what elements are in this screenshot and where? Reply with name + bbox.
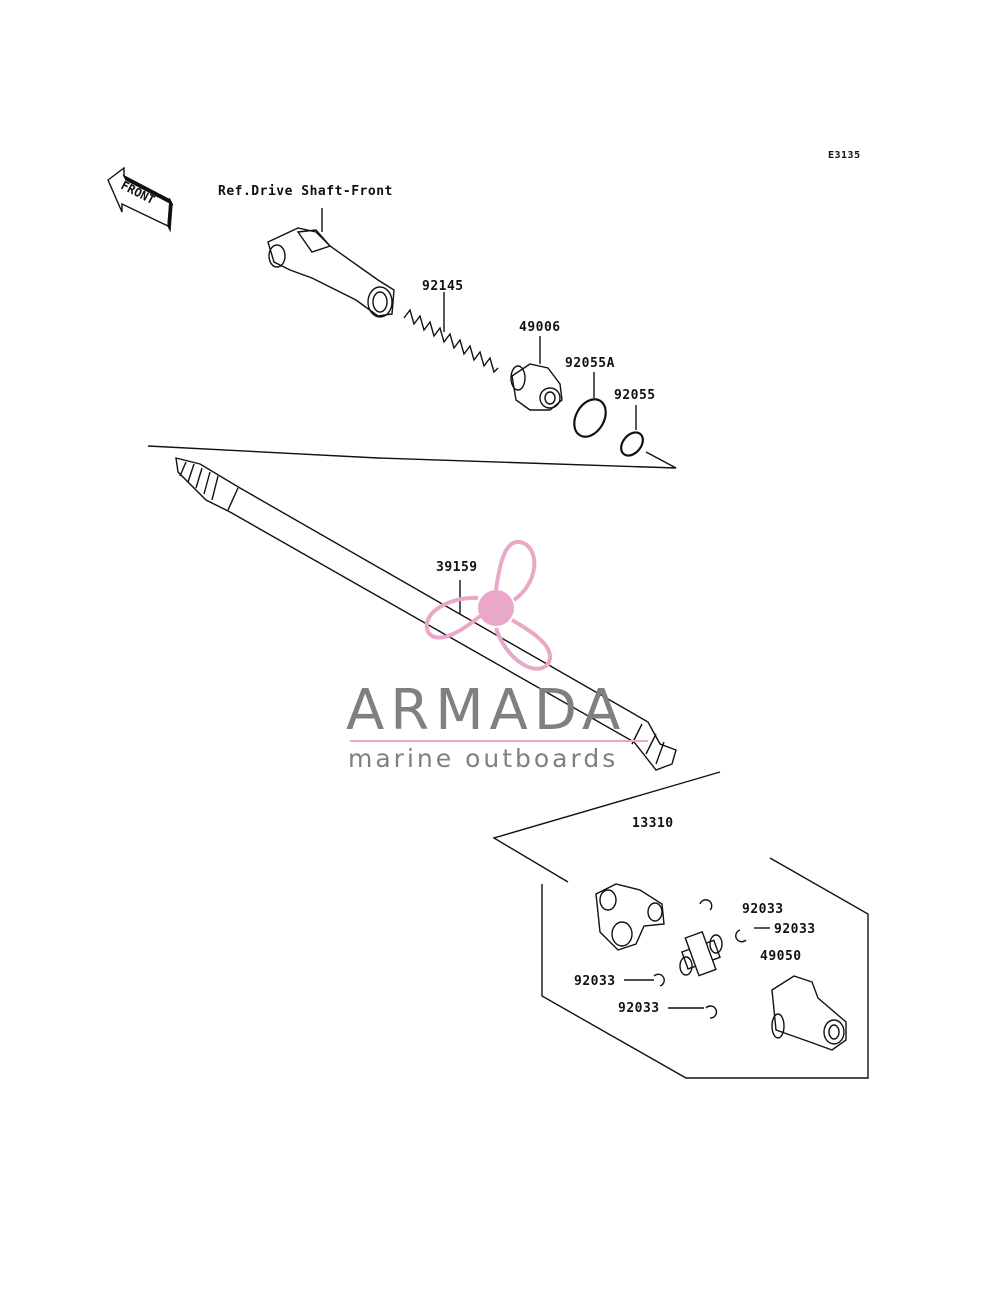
label-92033-b: 92033 [774, 922, 816, 937]
drive-shaft-front-yoke-part [267, 208, 395, 318]
o-ring-92055-part [620, 431, 644, 457]
front-arrow-icon: FRONT [107, 166, 174, 233]
watermark-subtitle: marine outboards [348, 744, 619, 773]
label-13310: 13310 [632, 816, 674, 831]
label-92033-d: 92033 [618, 1001, 660, 1016]
label-49050: 49050 [760, 949, 802, 964]
drive-shaft-39159-part [175, 457, 677, 771]
diagram-code: E3135 [828, 150, 861, 161]
label-ref-drive-shaft-front: Ref.Drive Shaft-Front [218, 184, 393, 199]
label-39159: 39159 [436, 560, 478, 575]
label-49006: 49006 [519, 320, 561, 335]
universal-joint-13310-part [595, 883, 770, 1019]
watermark-title: ARMADA [346, 678, 627, 743]
propeller-logo-icon [424, 539, 552, 671]
boot-49006-part [510, 336, 563, 411]
label-92055A: 92055A [565, 356, 615, 371]
label-92145: 92145 [422, 279, 464, 294]
spring-92145-part [403, 292, 499, 374]
label-92055: 92055 [614, 388, 656, 403]
label-92033-c: 92033 [574, 974, 616, 989]
watermark-divider [350, 740, 648, 742]
label-92033-a: 92033 [742, 902, 784, 917]
o-ring-92055A-part [573, 398, 607, 438]
yoke-49050-part [771, 975, 847, 1051]
